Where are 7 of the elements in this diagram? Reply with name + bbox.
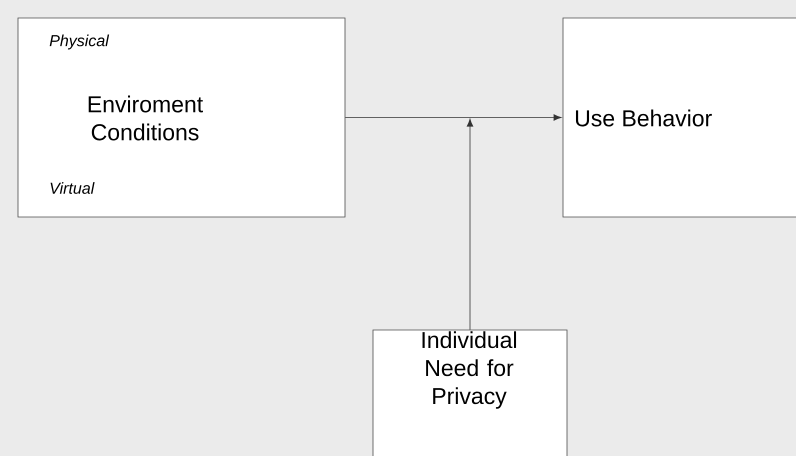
arrow (466, 118, 474, 330)
node-label: Individual Need for Privacy (422, 331, 516, 409)
italic-label: Virtual (50, 182, 95, 194)
node-label: Enviroment Conditions (88, 96, 203, 140)
node-label: Use Behavior (576, 110, 712, 126)
italic-label: Physical (50, 34, 110, 50)
arrow (345, 114, 562, 121)
